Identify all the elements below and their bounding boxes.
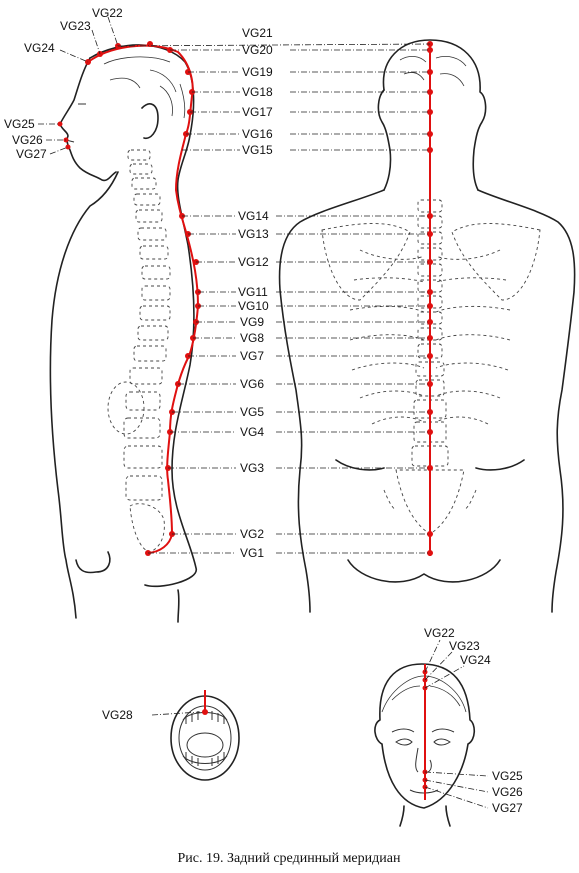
- front-neck: [399, 805, 451, 827]
- back-pt-vg4: [427, 429, 433, 435]
- side-pt-vg25: [57, 121, 63, 127]
- back-pt-vg6: [427, 381, 433, 387]
- label-vg24: VG24: [24, 41, 55, 55]
- front-eyebrows: [391, 728, 455, 733]
- back-pt-vg3: [427, 465, 433, 471]
- label-vg3: VG3: [240, 461, 264, 475]
- label-vg28: VG28: [102, 708, 133, 722]
- label-vg2: VG2: [240, 527, 264, 541]
- label-front-vg27: VG27: [492, 801, 523, 815]
- label-front-vg23: VG23: [449, 639, 480, 653]
- label-vg10: VG10: [238, 299, 269, 313]
- label-vg14: VG14: [238, 209, 269, 223]
- mouth-lower-teeth: [182, 752, 228, 766]
- side-hair: [103, 56, 186, 119]
- mouth-inner: [178, 705, 232, 771]
- label-vg25: VG25: [4, 117, 35, 131]
- back-hair: [399, 56, 467, 87]
- back-pt-vg13: [427, 231, 433, 237]
- label-vg4: VG4: [240, 425, 264, 439]
- label-vg12: VG12: [238, 255, 269, 269]
- side-body-front: [49, 171, 119, 619]
- side-meridian-line: [87, 44, 200, 554]
- label-front-vg26: VG26: [492, 785, 523, 799]
- back-pt-vg18: [427, 89, 433, 95]
- label-vg13: VG13: [238, 227, 269, 241]
- mouth-tongue: [186, 732, 224, 758]
- label-vg15: VG15: [242, 143, 273, 157]
- label-vg1: VG1: [240, 546, 264, 560]
- front-head-outline: [374, 663, 476, 809]
- side-head-outline: [89, 44, 197, 588]
- back-pt-vg9: [427, 319, 433, 325]
- back-pt-vg7: [427, 353, 433, 359]
- label-front-vg24: VG24: [460, 653, 491, 667]
- label-vg9: VG9: [240, 315, 264, 329]
- label-vg20: VG20: [242, 43, 273, 57]
- label-vg26: VG26: [12, 133, 43, 147]
- mouth-figure: VG28: [102, 690, 240, 781]
- label-vg19: VG19: [242, 65, 273, 79]
- back-pt-vg19: [427, 69, 433, 75]
- label-front-vg22: VG22: [424, 626, 455, 640]
- label-vg11: VG11: [238, 285, 268, 299]
- back-pt-vg5: [427, 409, 433, 415]
- label-front-vg25: VG25: [492, 769, 523, 783]
- point-labels: VG22 VG23 VG24 VG25 VG26 VG27 VG21 VG20 …: [4, 6, 273, 560]
- side-arm: [75, 551, 111, 574]
- back-head-outline: [382, 39, 487, 191]
- front-face-figure: VG22 VG23 VG24 VG25 VG26 VG27: [374, 626, 523, 827]
- label-vg17: VG17: [242, 105, 273, 119]
- back-torso-outline: [278, 189, 576, 613]
- back-pt-vg17: [427, 109, 433, 115]
- side-ear: [141, 103, 159, 140]
- back-pt-vg10: [427, 303, 433, 309]
- label-vg5: VG5: [240, 405, 264, 419]
- back-pt-vg20: [427, 47, 433, 53]
- side-face-outline: [59, 57, 117, 182]
- back-head-left: [377, 89, 392, 191]
- back-pt-vg11: [427, 289, 433, 295]
- side-spine: [107, 149, 171, 553]
- label-vg22: VG22: [92, 6, 123, 20]
- label-vg7: VG7: [240, 349, 264, 363]
- label-vg16: VG16: [242, 127, 273, 141]
- back-pt-vg12: [427, 259, 433, 265]
- mouth-pt-vg28: [202, 709, 208, 715]
- label-vg27: VG27: [16, 147, 47, 161]
- back-view-figure: [278, 39, 576, 613]
- back-pt-vg2: [427, 531, 433, 537]
- front-eyes: [395, 738, 451, 746]
- label-vg23: VG23: [60, 19, 91, 33]
- front-leaders: [424, 639, 489, 809]
- mouth-leader: [151, 711, 201, 716]
- label-vg21: VG21: [242, 26, 273, 40]
- back-pt-vg1: [427, 550, 433, 556]
- side-view-figure: [49, 41, 201, 623]
- label-vg6: VG6: [240, 377, 264, 391]
- back-pt-vg8: [427, 335, 433, 341]
- back-pt-vg14: [427, 213, 433, 219]
- back-pt-vg16: [427, 131, 433, 137]
- side-points: [57, 41, 201, 556]
- front-nose: [415, 747, 432, 773]
- back-buttocks: [347, 559, 501, 583]
- back-waist: [335, 459, 525, 471]
- leader-lines: [38, 16, 431, 554]
- side-leg: [177, 589, 180, 623]
- label-vg18: VG18: [242, 85, 273, 99]
- back-pt-vg15: [427, 147, 433, 153]
- label-vg8: VG8: [240, 331, 264, 345]
- figure-caption: Рис. 19. Задний срединный меридиан: [178, 851, 401, 866]
